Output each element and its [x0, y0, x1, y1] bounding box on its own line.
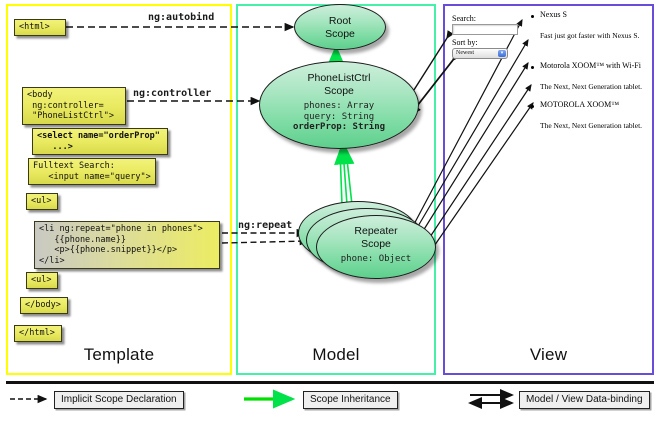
legend-divider — [6, 381, 654, 384]
chevron-down-icon: ▾ — [498, 50, 506, 57]
phone-name[interactable]: MOTOROLA XOOM™ — [540, 100, 620, 109]
column-model: Model — [236, 4, 436, 375]
wire-label-ng-repeat: ng:repeat — [238, 220, 293, 231]
scope-repeater-title: Repeater Scope — [354, 225, 398, 250]
scope-prop-orderprop: orderProp: String — [292, 122, 386, 132]
phone-name[interactable]: Nexus S — [540, 10, 567, 19]
phone-snippet: The Next, Next Generation tablet. — [540, 121, 643, 130]
code-box-body-close[interactable]: </body> — [20, 297, 68, 314]
phone-name[interactable]: Motorola XOOM™ with Wi-Fi — [540, 61, 641, 70]
column-label-model: Model — [312, 345, 360, 364]
column-label-template: Template — [83, 345, 155, 364]
scope-phonelistctrl[interactable]: PhoneListCtrl Scope phones: Array query:… — [259, 61, 419, 149]
legend-scope-inheritance: Scope Inheritance — [303, 391, 398, 409]
code-box-li-repeat[interactable]: <li ng:repeat="phone in phones"> {{phone… — [34, 221, 220, 269]
scope-root[interactable]: Root Scope — [294, 4, 386, 50]
code-box-body-open[interactable]: <body ng:controller= "PhoneListCtrl"> — [22, 87, 126, 125]
phone-snippet: The Next, Next Generation tablet. — [540, 82, 643, 91]
code-box-fulltext-search[interactable]: Fulltext Search: <input name="query"> — [28, 158, 156, 185]
wire-label-ng-autobind: ng:autobind — [148, 12, 215, 23]
scope-root-title: Root Scope — [325, 15, 355, 40]
legend-model-view-data-binding: Model / View Data-binding — [519, 391, 650, 409]
view-sort-label: Sort by: — [452, 38, 478, 47]
code-box-html-open[interactable]: <html> — [14, 19, 66, 36]
code-box-html-close[interactable]: </html> — [14, 325, 62, 342]
legend-glyph-databinding — [468, 389, 514, 409]
sort-select[interactable]: Newest ▾ — [452, 48, 508, 59]
code-box-ul-close[interactable]: <ul> — [26, 272, 58, 289]
sort-select-value: Newest — [456, 50, 474, 56]
scope-repeater[interactable]: Repeater Scope phone: Object — [316, 215, 436, 279]
scope-prop-phones: phones: Array — [303, 101, 375, 111]
column-label-view: View — [529, 345, 568, 364]
list-bullet — [531, 15, 534, 18]
phone-snippet: Fast just got faster with Nexus S. — [540, 31, 640, 40]
scope-prop-query: query: String — [303, 111, 375, 122]
search-input[interactable] — [452, 24, 518, 35]
list-bullet — [531, 66, 534, 69]
column-template: Template — [6, 4, 232, 375]
column-view: View — [443, 4, 654, 375]
scope-phonelistctrl-title: PhoneListCtrl Scope — [307, 72, 371, 97]
code-box-ul-open[interactable]: <ul> — [26, 193, 58, 210]
list-bullet — [531, 105, 534, 108]
legend-implicit-scope-declaration: Implicit Scope Declaration — [54, 391, 184, 409]
wire-label-ng-controller: ng:controller — [133, 88, 212, 99]
code-box-select-orderprop[interactable]: <select name="orderProp" ...> — [32, 128, 168, 155]
view-search-label: Search: — [452, 14, 476, 23]
scope-prop-phone: phone: Object — [340, 254, 412, 264]
